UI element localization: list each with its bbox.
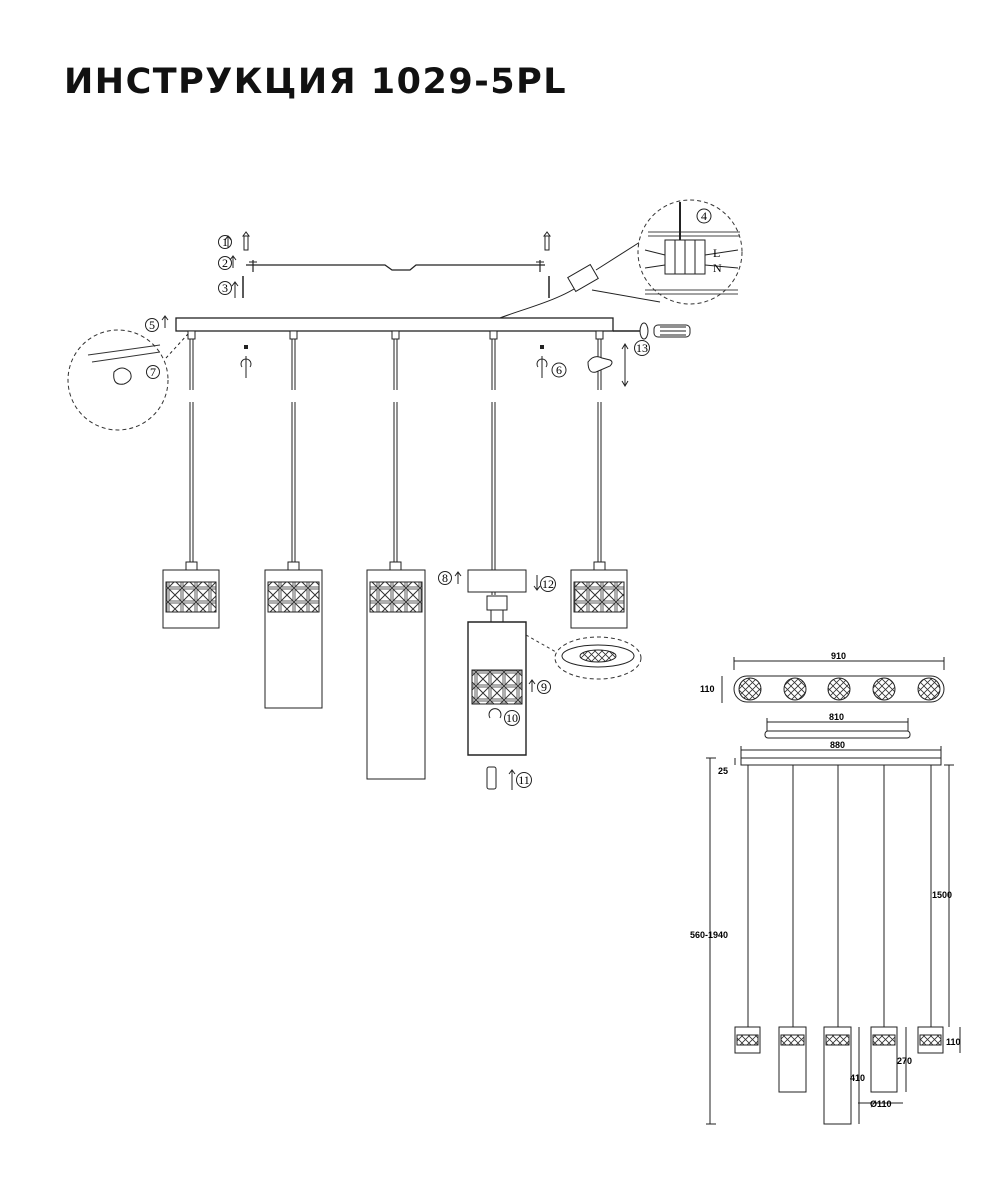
dim-cord-length: 1500 [932,890,952,900]
dim-bar-height: 25 [718,766,728,776]
bracket-view [764,718,911,739]
dim-shade-large: 410 [850,1073,865,1083]
step-markers [145,208,712,788]
shade-large [366,561,426,780]
step-8-label: 8 [442,571,448,585]
dim-overall-height: 560-1940 [690,930,728,940]
step-9-label: 9 [541,680,547,694]
dim-bar-length: 880 [830,740,845,750]
top-view [721,657,945,703]
dim-total-length: 910 [831,651,846,661]
page-title: ИНСТРУКЦИЯ 1029-5PL [64,62,568,102]
dim-canopy-depth: 110 [700,684,715,694]
shade-medium [264,561,323,709]
wire-label-line: L [713,246,720,260]
step-arrows [161,235,541,790]
shade-small-right [570,561,628,629]
shade-exploded [467,569,527,790]
glass-disc-detail [525,634,642,680]
step-5-label: 5 [149,318,155,332]
ceiling-bar [175,317,614,332]
dim-shade-small: 110 [946,1037,961,1047]
step-10-label: 10 [506,711,518,725]
step-13-label: 13 [636,341,648,355]
step-1-label: 1 [222,235,228,249]
suspension-cords [187,330,604,595]
wall-anchor-icon [242,231,551,251]
dim-bracket-length: 810 [829,712,844,722]
step-6-label: 6 [556,363,562,377]
front-view [706,746,961,1125]
mounting-bracket [246,264,545,271]
screw-icon [242,260,550,298]
step-4-label: 4 [701,209,707,223]
dim-shade-medium: 270 [897,1056,912,1066]
step-3-label: 3 [222,281,228,295]
screwdriver-icon [613,322,691,340]
terminal-block-icon [499,241,661,319]
step-2-label: 2 [222,256,228,270]
step-12-label: 12 [542,577,554,591]
step-11-label: 11 [518,773,530,787]
rotate-icon [240,345,548,378]
wire-label-neutral: N [713,261,722,275]
dim-shade-diameter: Ø110 [870,1099,892,1109]
shade-small-left [162,561,220,629]
cable-grip-detail [67,329,189,431]
step-7-label: 7 [150,365,156,379]
hand-adjust-icon [587,343,629,387]
wiring-detail [637,199,743,305]
